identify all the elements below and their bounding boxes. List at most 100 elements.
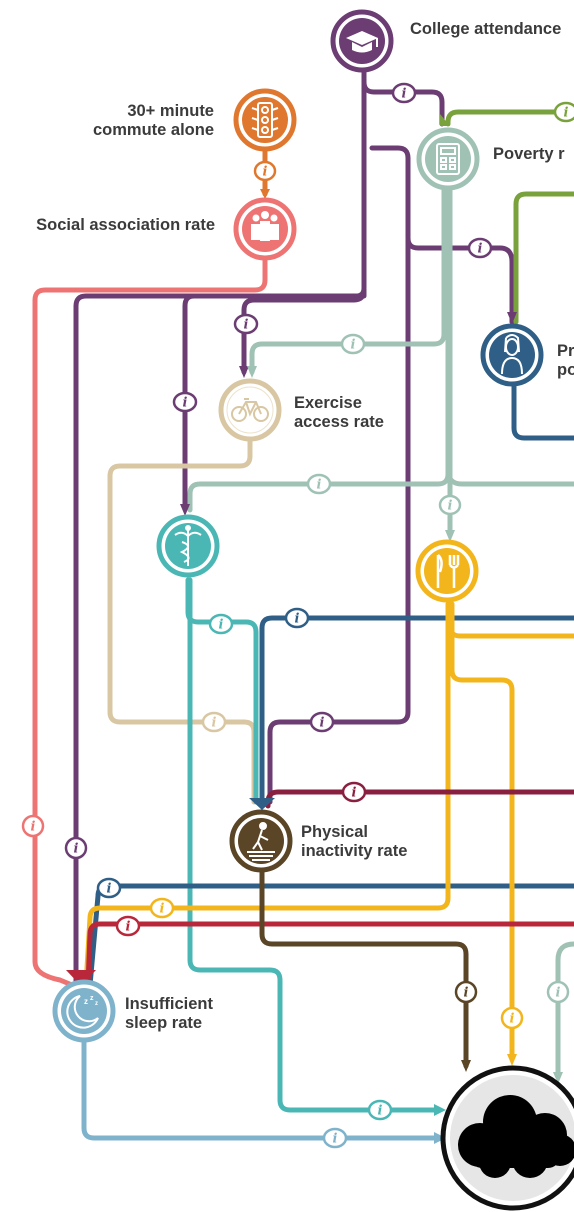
link-food-to-sleep: [83, 601, 451, 988]
svg-text:i: i: [244, 318, 249, 333]
link-social-to-sleep: [32, 255, 268, 988]
svg-text:i: i: [448, 499, 453, 514]
info-icon[interactable]: i: [438, 494, 462, 516]
info-icon[interactable]: i: [367, 1099, 393, 1121]
info-icon[interactable]: i: [115, 915, 141, 937]
link-olive-to-provider: [513, 191, 574, 325]
info-icon[interactable]: i: [454, 980, 478, 1004]
info-icon[interactable]: i: [467, 237, 493, 259]
graduation-cap-icon: [346, 31, 378, 53]
svg-text:z: z: [90, 995, 94, 1002]
info-icon[interactable]: i: [253, 160, 277, 182]
bicycle-icon: [231, 398, 269, 422]
node-insufficient-sleep[interactable]: z z z: [52, 979, 116, 1043]
svg-text:z: z: [95, 1001, 98, 1007]
info-badges: i i i i i i i i i i i i i i i i i i i i …: [21, 82, 574, 1149]
info-icon[interactable]: i: [201, 711, 227, 733]
link-inactivity-to-outcome: [259, 869, 469, 1069]
info-icon[interactable]: i: [340, 333, 366, 355]
node-health-access[interactable]: [156, 514, 220, 578]
traffic-light-icon: [251, 102, 279, 138]
link-poverty-to-right: [445, 467, 574, 487]
node-exercise-access[interactable]: [218, 378, 282, 442]
doctor-icon: [501, 334, 523, 375]
link-provider-to-right: [511, 383, 574, 441]
info-icon[interactable]: i: [96, 877, 122, 899]
link-olive-to-poverty: [445, 109, 574, 127]
link-maroon-to-inactivity: [265, 789, 574, 809]
svg-text:i: i: [352, 786, 357, 801]
link-exercise-to-inactivity: [107, 437, 257, 805]
svg-text:i: i: [510, 1012, 515, 1027]
svg-text:i: i: [183, 396, 188, 411]
svg-text:i: i: [126, 920, 131, 935]
svg-text:i: i: [317, 478, 322, 493]
svg-text:i: i: [333, 1132, 338, 1147]
svg-text:i: i: [378, 1104, 383, 1119]
svg-text:i: i: [564, 106, 569, 121]
cloud-icon: [458, 1095, 574, 1178]
link-food-to-outcome: [449, 601, 515, 1061]
node-provider[interactable]: [480, 323, 544, 387]
svg-text:i: i: [464, 986, 469, 1001]
walking-person-icon: [247, 822, 275, 861]
link-health-to-outcome: [187, 577, 443, 1113]
svg-text:i: i: [351, 338, 356, 353]
svg-text:i: i: [212, 716, 217, 731]
node-college-attendance[interactable]: [330, 9, 394, 73]
info-icon[interactable]: i: [553, 101, 574, 123]
svg-text:i: i: [295, 612, 300, 627]
info-icon[interactable]: i: [341, 781, 367, 803]
arrow-heads: [66, 114, 563, 1144]
node-physical-inactivity[interactable]: [229, 809, 293, 873]
link-college-to-health: [182, 287, 367, 509]
svg-text:i: i: [219, 618, 224, 633]
svg-text:i: i: [556, 986, 561, 1001]
info-icon[interactable]: i: [149, 897, 175, 919]
svg-text:z: z: [84, 997, 88, 1006]
info-icon[interactable]: i: [322, 1127, 348, 1149]
link-navy-to-inactivity: [259, 615, 574, 805]
info-icon[interactable]: i: [172, 391, 198, 413]
label-exercise-access: Exercise access rate: [294, 394, 384, 431]
node-food[interactable]: [415, 539, 479, 603]
info-icon[interactable]: i: [546, 980, 570, 1004]
node-commute[interactable]: [233, 88, 297, 152]
link-college-to-inactivity: [267, 237, 411, 805]
fork-knife-icon: [436, 554, 460, 588]
info-icon[interactable]: i: [233, 313, 259, 335]
svg-text:i: i: [478, 242, 483, 257]
label-social-association: Social association rate: [36, 216, 215, 234]
node-outcome[interactable]: [440, 1065, 574, 1211]
node-poverty[interactable]: [416, 127, 480, 191]
svg-text:i: i: [107, 882, 112, 897]
sleep-moon-icon: z z z: [66, 995, 99, 1029]
label-physical-inactivity: Physical inactivity rate: [301, 823, 408, 860]
svg-text:i: i: [31, 820, 36, 835]
caduceus-icon: [174, 525, 202, 566]
link-college-to-exercise: [241, 287, 367, 375]
info-icon[interactable]: i: [306, 473, 332, 495]
info-icon[interactable]: i: [21, 814, 45, 838]
label-provider: Pr po: [557, 342, 574, 379]
info-icon[interactable]: i: [64, 836, 88, 860]
label-college-attendance: College attendance: [410, 20, 562, 38]
svg-text:i: i: [320, 716, 325, 731]
link-red-to-sleep: [85, 921, 574, 988]
people-group-icon: [251, 211, 279, 241]
node-social-association[interactable]: [233, 197, 297, 261]
link-health-to-inactivity: [185, 577, 259, 805]
info-icon[interactable]: i: [500, 1006, 524, 1030]
label-commute: 30+ minute commute alone: [92, 102, 214, 139]
svg-text:i: i: [263, 165, 268, 180]
link-sage-to-outcome: [555, 941, 574, 1079]
label-poverty: Poverty r: [493, 145, 565, 163]
svg-text:i: i: [402, 87, 407, 102]
info-icon[interactable]: i: [208, 613, 234, 635]
info-icon[interactable]: i: [284, 607, 310, 629]
info-icon[interactable]: i: [391, 82, 417, 104]
info-icon[interactable]: i: [309, 711, 335, 733]
svg-text:i: i: [160, 902, 165, 917]
svg-text:i: i: [74, 842, 79, 857]
